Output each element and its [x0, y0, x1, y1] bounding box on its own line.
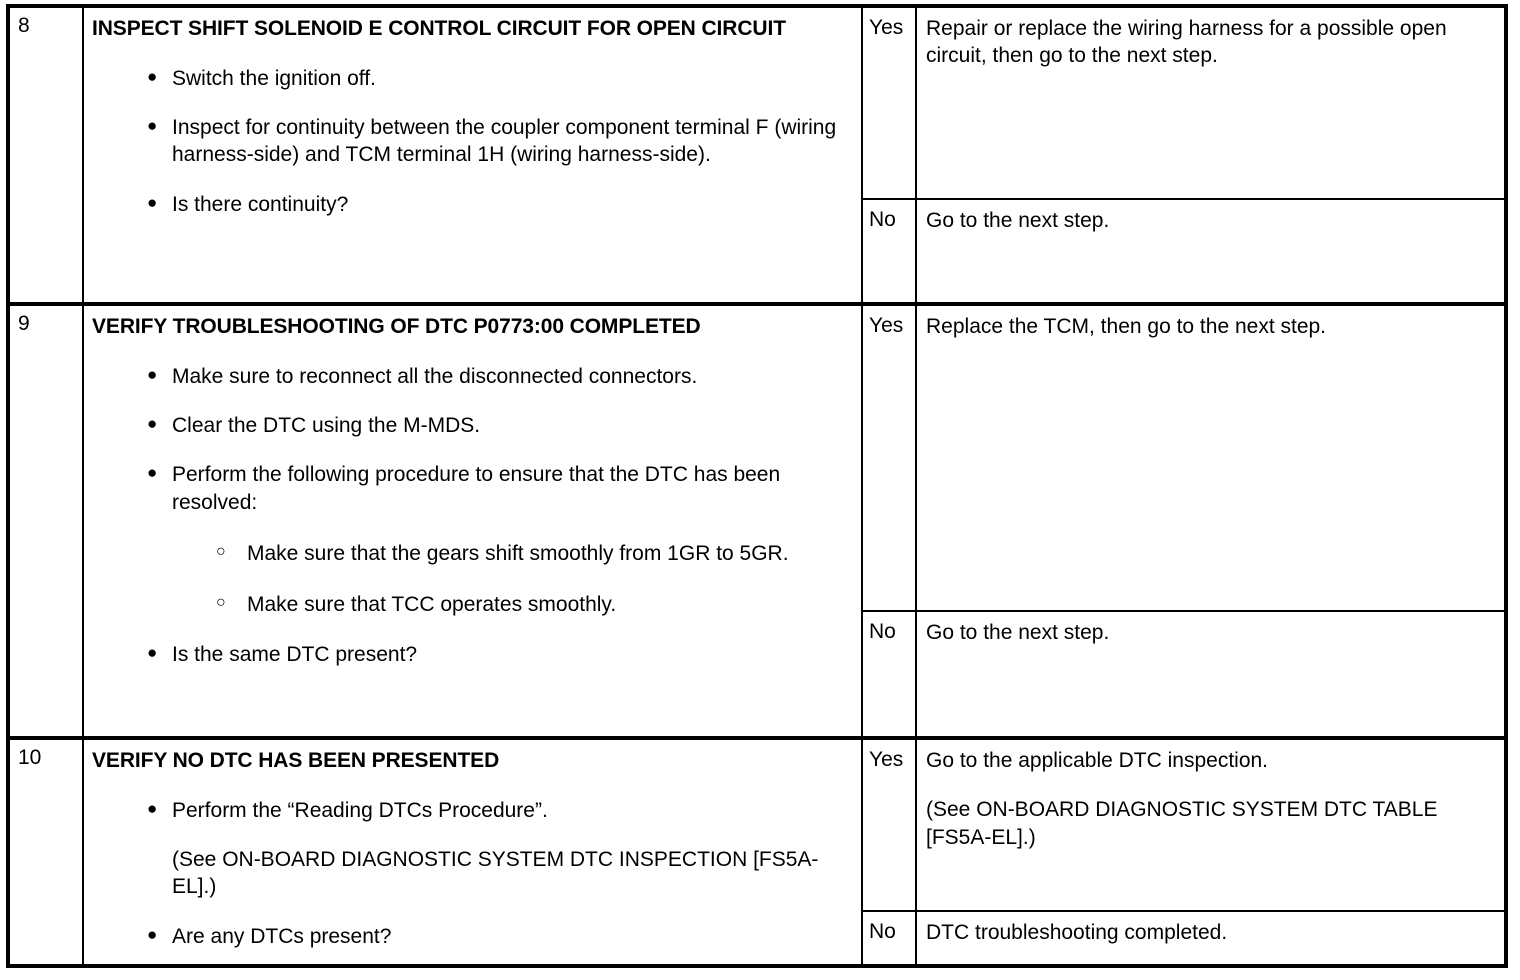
- answer-label-no: No: [863, 912, 917, 964]
- action-text: Go to the next step.: [926, 621, 1110, 644]
- step-number-cell: 8: [10, 8, 84, 302]
- step-answer-group: Yes Repair or replace the wiring harness…: [863, 8, 1504, 302]
- table-row: 10 VERIFY NO DTC HAS BEEN PRESENTED ● Pe…: [10, 740, 1504, 964]
- list-item: ● Perform the following procedure to ens…: [92, 461, 851, 516]
- answer-action-text: Go to the next step.: [917, 200, 1504, 302]
- dtc-troubleshooting-table: 8 INSPECT SHIFT SOLENOID E CONTROL CIRCU…: [6, 4, 1508, 968]
- step-answer-group: Yes Replace the TCM, then go to the next…: [863, 306, 1504, 736]
- list-item: ○ Make sure that TCC operates smoothly.: [92, 591, 851, 618]
- bullet-list: ● Perform the “Reading DTCs Procedure”. …: [92, 797, 851, 950]
- filled-bullet-icon: ●: [147, 642, 158, 662]
- filled-bullet-icon: ●: [147, 116, 158, 136]
- list-item-label: Perform the following procedure to ensur…: [172, 463, 781, 514]
- step-title: INSPECT SHIFT SOLENOID E CONTROL CIRCUIT…: [92, 17, 786, 40]
- bullet-list: ● Make sure to reconnect all the disconn…: [92, 363, 851, 668]
- action-text: Go to the applicable DTC inspection.: [926, 749, 1269, 772]
- action-reference-note: (See ON-BOARD DIAGNOSTIC SYSTEM DTC TABL…: [926, 798, 1438, 849]
- answer-label-yes: Yes: [863, 8, 917, 198]
- step-inspection-cell: VERIFY NO DTC HAS BEEN PRESENTED ● Perfo…: [84, 740, 863, 964]
- list-item-label: Make sure to reconnect all the disconnec…: [172, 364, 698, 388]
- list-item: ● Make sure to reconnect all the disconn…: [92, 363, 851, 390]
- list-item-reference-note: (See ON-BOARD DIAGNOSTIC SYSTEM DTC INSP…: [172, 848, 819, 899]
- table-row: 9 VERIFY TROUBLESHOOTING OF DTC P0773:00…: [10, 306, 1504, 740]
- action-text: Go to the next step.: [926, 209, 1110, 232]
- answer-label-no: No: [863, 612, 917, 736]
- answer-action-text: Repair or replace the wiring harness for…: [917, 8, 1504, 198]
- action-text: DTC troubleshooting completed.: [926, 921, 1228, 944]
- action-text: Replace the TCM, then go to the next ste…: [926, 315, 1327, 338]
- list-item-label: Is the same DTC present?: [172, 642, 418, 666]
- step-inspection-cell: VERIFY TROUBLESHOOTING OF DTC P0773:00 C…: [84, 306, 863, 736]
- step-title: VERIFY NO DTC HAS BEEN PRESENTED: [92, 749, 500, 772]
- list-item-label: Is there continuity?: [172, 192, 349, 216]
- step-number-cell: 10: [10, 740, 84, 964]
- answer-row-yes: Yes Go to the applicable DTC inspection.…: [863, 740, 1504, 912]
- list-item: ● Inspect for continuity between the cou…: [92, 114, 851, 169]
- list-item: ● Switch the ignition off.: [92, 65, 851, 92]
- filled-bullet-icon: ●: [147, 798, 158, 818]
- answer-row-no: No Go to the next step.: [863, 200, 1504, 302]
- filled-bullet-icon: ●: [147, 364, 158, 384]
- filled-bullet-icon: ●: [147, 414, 158, 434]
- step-answer-group: Yes Go to the applicable DTC inspection.…: [863, 740, 1504, 964]
- answer-action-text: Go to the next step.: [917, 612, 1504, 736]
- answer-row-no: No DTC troubleshooting completed.: [863, 912, 1504, 964]
- list-item-label: Switch the ignition off.: [172, 66, 376, 90]
- answer-label-yes: Yes: [863, 306, 917, 610]
- answer-row-no: No Go to the next step.: [863, 612, 1504, 736]
- answer-row-yes: Yes Replace the TCM, then go to the next…: [863, 306, 1504, 612]
- list-item: ○ Make sure that the gears shift smoothl…: [92, 540, 851, 567]
- list-item-label: Clear the DTC using the M-MDS.: [172, 414, 481, 438]
- filled-bullet-icon: ●: [147, 66, 158, 86]
- list-item: ● Are any DTCs present?: [92, 923, 851, 950]
- list-item-label: Make sure that TCC operates smoothly.: [247, 593, 617, 617]
- hollow-bullet-icon: ○: [216, 594, 226, 612]
- hollow-bullet-icon: ○: [216, 543, 226, 561]
- step-number-cell: 9: [10, 306, 84, 736]
- filled-bullet-icon: ●: [147, 924, 158, 944]
- filled-bullet-icon: ●: [147, 463, 158, 483]
- answer-action-text: DTC troubleshooting completed.: [917, 912, 1504, 964]
- list-item: ● Is the same DTC present?: [92, 641, 851, 668]
- step-number: 9: [18, 312, 30, 335]
- step-inspection-cell: INSPECT SHIFT SOLENOID E CONTROL CIRCUIT…: [84, 8, 863, 302]
- list-item: ● Perform the “Reading DTCs Procedure”. …: [92, 797, 851, 901]
- answer-label-yes: Yes: [863, 740, 917, 910]
- list-item: ● Clear the DTC using the M-MDS.: [92, 412, 851, 439]
- list-item-label: Inspect for continuity between the coupl…: [172, 116, 837, 167]
- step-number: 8: [18, 14, 30, 37]
- list-item-label: Perform the “Reading DTCs Procedure”.: [172, 798, 548, 822]
- list-item: ● Is there continuity?: [92, 191, 851, 218]
- step-title: VERIFY TROUBLESHOOTING OF DTC P0773:00 C…: [92, 315, 701, 338]
- answer-label-no: No: [863, 200, 917, 302]
- table-row: 8 INSPECT SHIFT SOLENOID E CONTROL CIRCU…: [10, 8, 1504, 306]
- list-item-label: Are any DTCs present?: [172, 924, 392, 948]
- list-item-label: Make sure that the gears shift smoothly …: [247, 542, 789, 566]
- step-number: 10: [18, 746, 42, 769]
- filled-bullet-icon: ●: [147, 192, 158, 212]
- answer-row-yes: Yes Repair or replace the wiring harness…: [863, 8, 1504, 200]
- bullet-list: ● Switch the ignition off. ● Inspect for…: [92, 65, 851, 218]
- answer-action-text: Replace the TCM, then go to the next ste…: [917, 306, 1504, 610]
- action-text: Repair or replace the wiring harness for…: [926, 17, 1447, 68]
- answer-action-text: Go to the applicable DTC inspection. (Se…: [917, 740, 1504, 910]
